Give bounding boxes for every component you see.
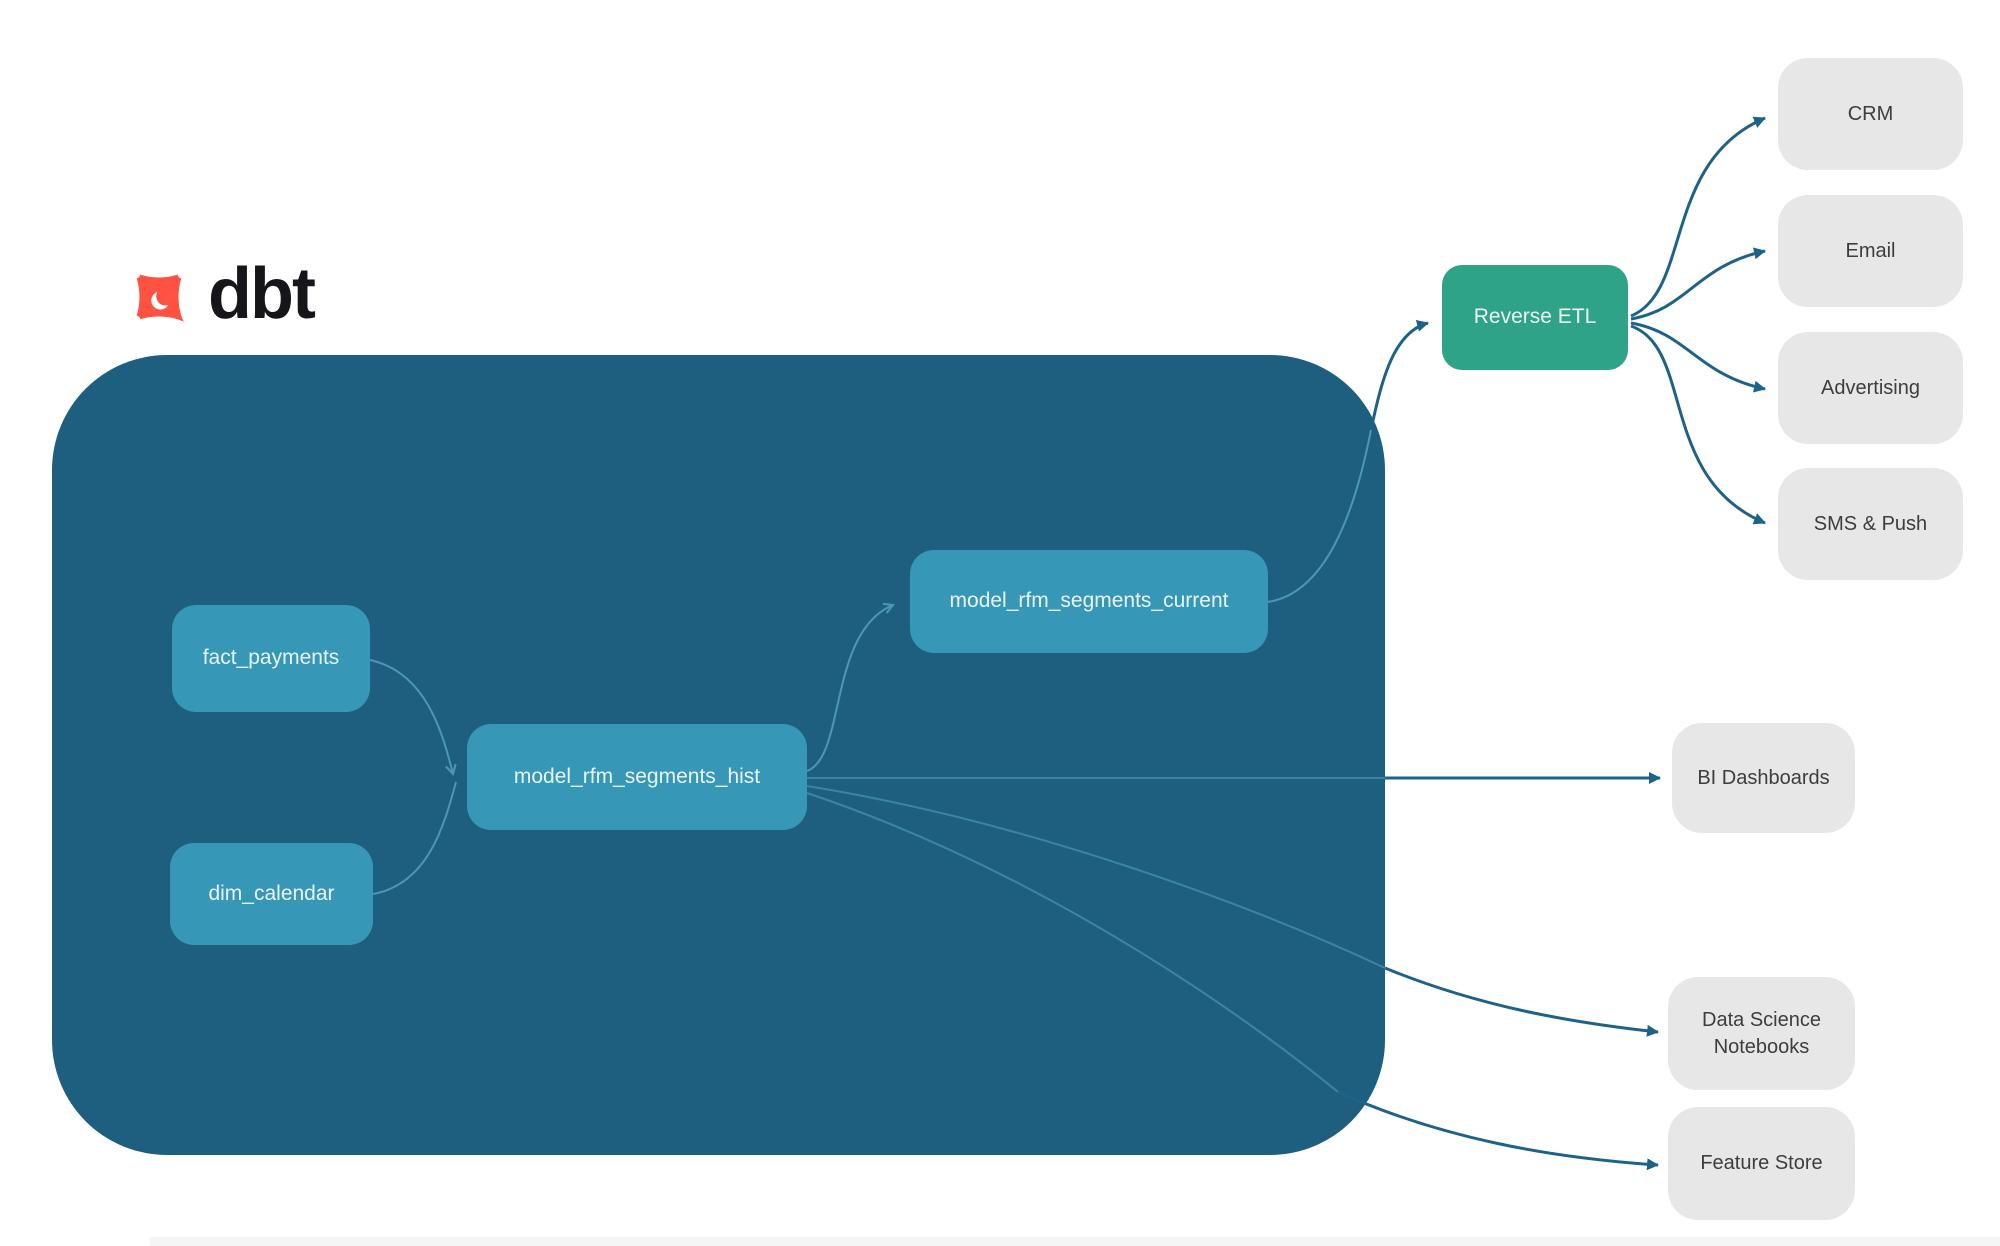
edges-inside-warehouse <box>369 429 1372 895</box>
node-label: BI Dashboards <box>1697 766 1830 789</box>
dbt-logo-wordmark: dbt <box>208 254 316 334</box>
node-label: Email <box>1845 239 1896 262</box>
node-label: SMS & Push <box>1813 512 1928 535</box>
dbt-logo-icon <box>131 269 187 325</box>
edges-outside-warehouse <box>1337 116 1766 1171</box>
node-reverse-etl: Reverse ETL <box>1442 265 1628 370</box>
node-crm: CRM <box>1778 58 1963 170</box>
node-sms-push: SMS & Push <box>1778 468 1963 580</box>
edges-inside-warehouse-faint <box>806 777 1386 1093</box>
node-label: model_rfm_segments_current <box>949 589 1229 613</box>
node-bi-dashboards: BI Dashboards <box>1672 723 1855 833</box>
node-advertising: Advertising <box>1778 332 1963 444</box>
node-label: CRM <box>1847 102 1894 125</box>
bottom-edge-strip <box>150 1237 2000 1246</box>
node-email: Email <box>1778 195 1963 307</box>
node-label: Reverse ETL <box>1473 305 1597 329</box>
node-fact-payments: fact_payments <box>172 605 370 712</box>
node-data-science-notebooks: Data Science Notebooks <box>1668 977 1855 1090</box>
node-feature-store: Feature Store <box>1668 1107 1855 1220</box>
dbt-logo: dbt <box>124 254 316 336</box>
node-dim-calendar: dim_calendar <box>170 843 373 945</box>
node-label: Advertising <box>1821 376 1920 399</box>
node-label: Feature Store <box>1700 1152 1823 1174</box>
node-label: dim_calendar <box>208 881 335 905</box>
node-label: Data Science Notebooks <box>1702 1008 1821 1058</box>
node-model-rfm-segments-hist: model_rfm_segments_hist <box>467 724 807 830</box>
node-label: fact_payments <box>202 646 340 670</box>
node-label: model_rfm_segments_hist <box>513 764 761 788</box>
node-model-rfm-segments-current: model_rfm_segments_current <box>910 550 1268 653</box>
